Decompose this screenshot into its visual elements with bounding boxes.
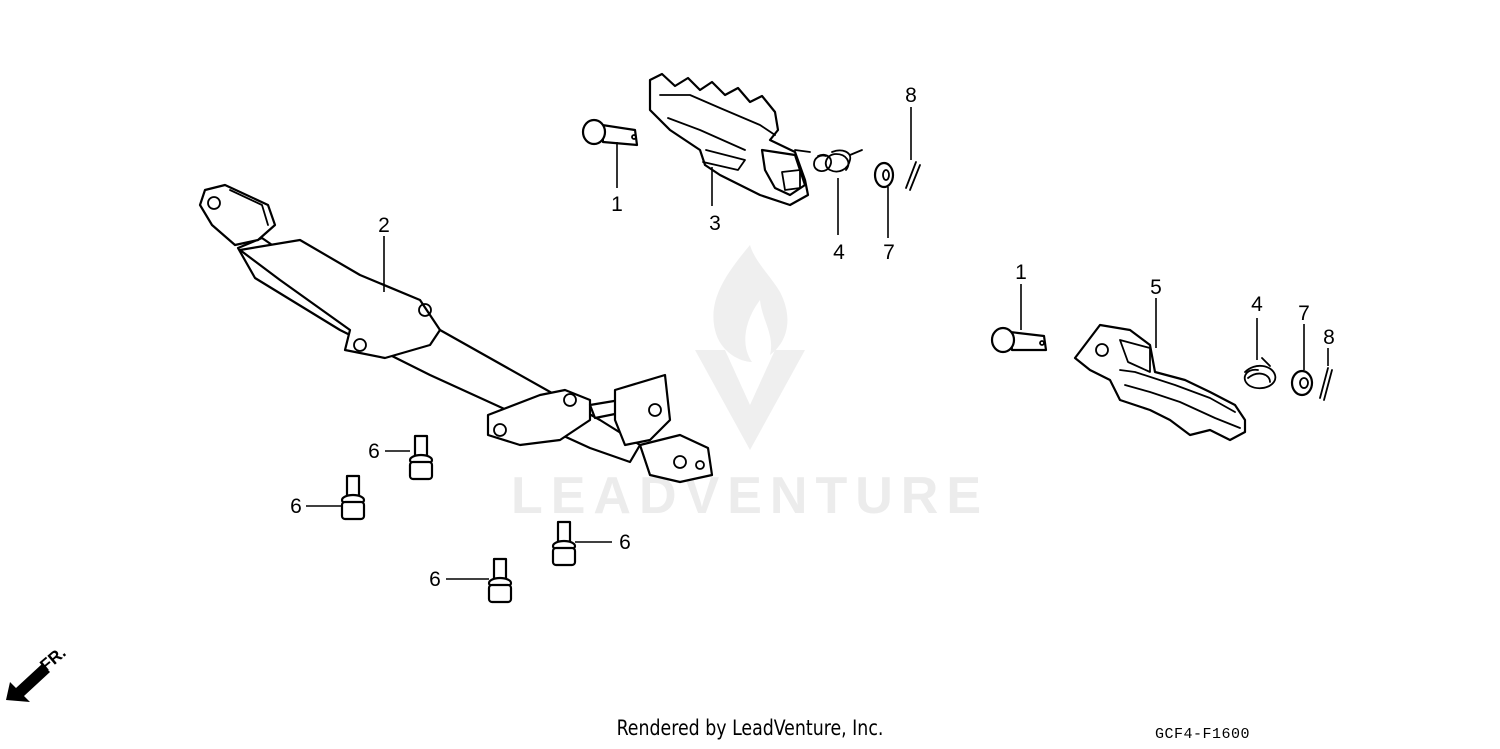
callout-8-left: 8 [905, 84, 917, 107]
bolt-c [551, 520, 577, 567]
callout-6-b: 6 [290, 495, 302, 518]
washer-right [1290, 369, 1314, 397]
callout-6-a: 6 [368, 440, 380, 463]
spring-left [794, 149, 863, 173]
callout-1-left: 1 [611, 193, 623, 216]
callout-4-right: 4 [1251, 293, 1263, 316]
front-arrow-icon [6, 664, 50, 702]
right-footpeg [1073, 323, 1247, 442]
left-footpeg [648, 72, 810, 207]
cotter-pin-left [905, 161, 921, 191]
callout-5: 5 [1150, 276, 1162, 299]
callout-2: 2 [378, 214, 390, 237]
callout-6-c: 6 [619, 531, 631, 554]
callout-4-left: 4 [833, 241, 845, 264]
render-credit: Rendered by LeadVenture, Inc. [616, 716, 884, 740]
spring-right [1243, 357, 1277, 390]
bolt-d [487, 557, 513, 604]
leader-lines [306, 107, 1329, 580]
main-step-bar [198, 183, 714, 484]
diagram-code: GCF4-F1600 [1155, 726, 1251, 743]
pin-left [581, 118, 639, 147]
callout-7-left: 7 [883, 241, 895, 264]
callout-7-right: 7 [1298, 302, 1310, 325]
washer-left [873, 161, 895, 189]
bolt-a [408, 434, 434, 481]
callout-1-right: 1 [1015, 261, 1027, 284]
callout-8-right: 8 [1323, 326, 1335, 349]
front-direction-indicator: FR. [6, 643, 70, 702]
pin-right [990, 326, 1048, 354]
bolt-b [340, 474, 366, 521]
watermark-logo [695, 245, 805, 450]
watermark-text: LEADVENTURE [511, 467, 989, 525]
cotter-pin-right [1319, 367, 1333, 401]
callout-3: 3 [709, 212, 721, 235]
callout-6-d: 6 [429, 568, 441, 591]
callout-labels: 1 2 3 4 7 8 1 5 4 7 8 6 6 6 6 [290, 84, 1335, 591]
